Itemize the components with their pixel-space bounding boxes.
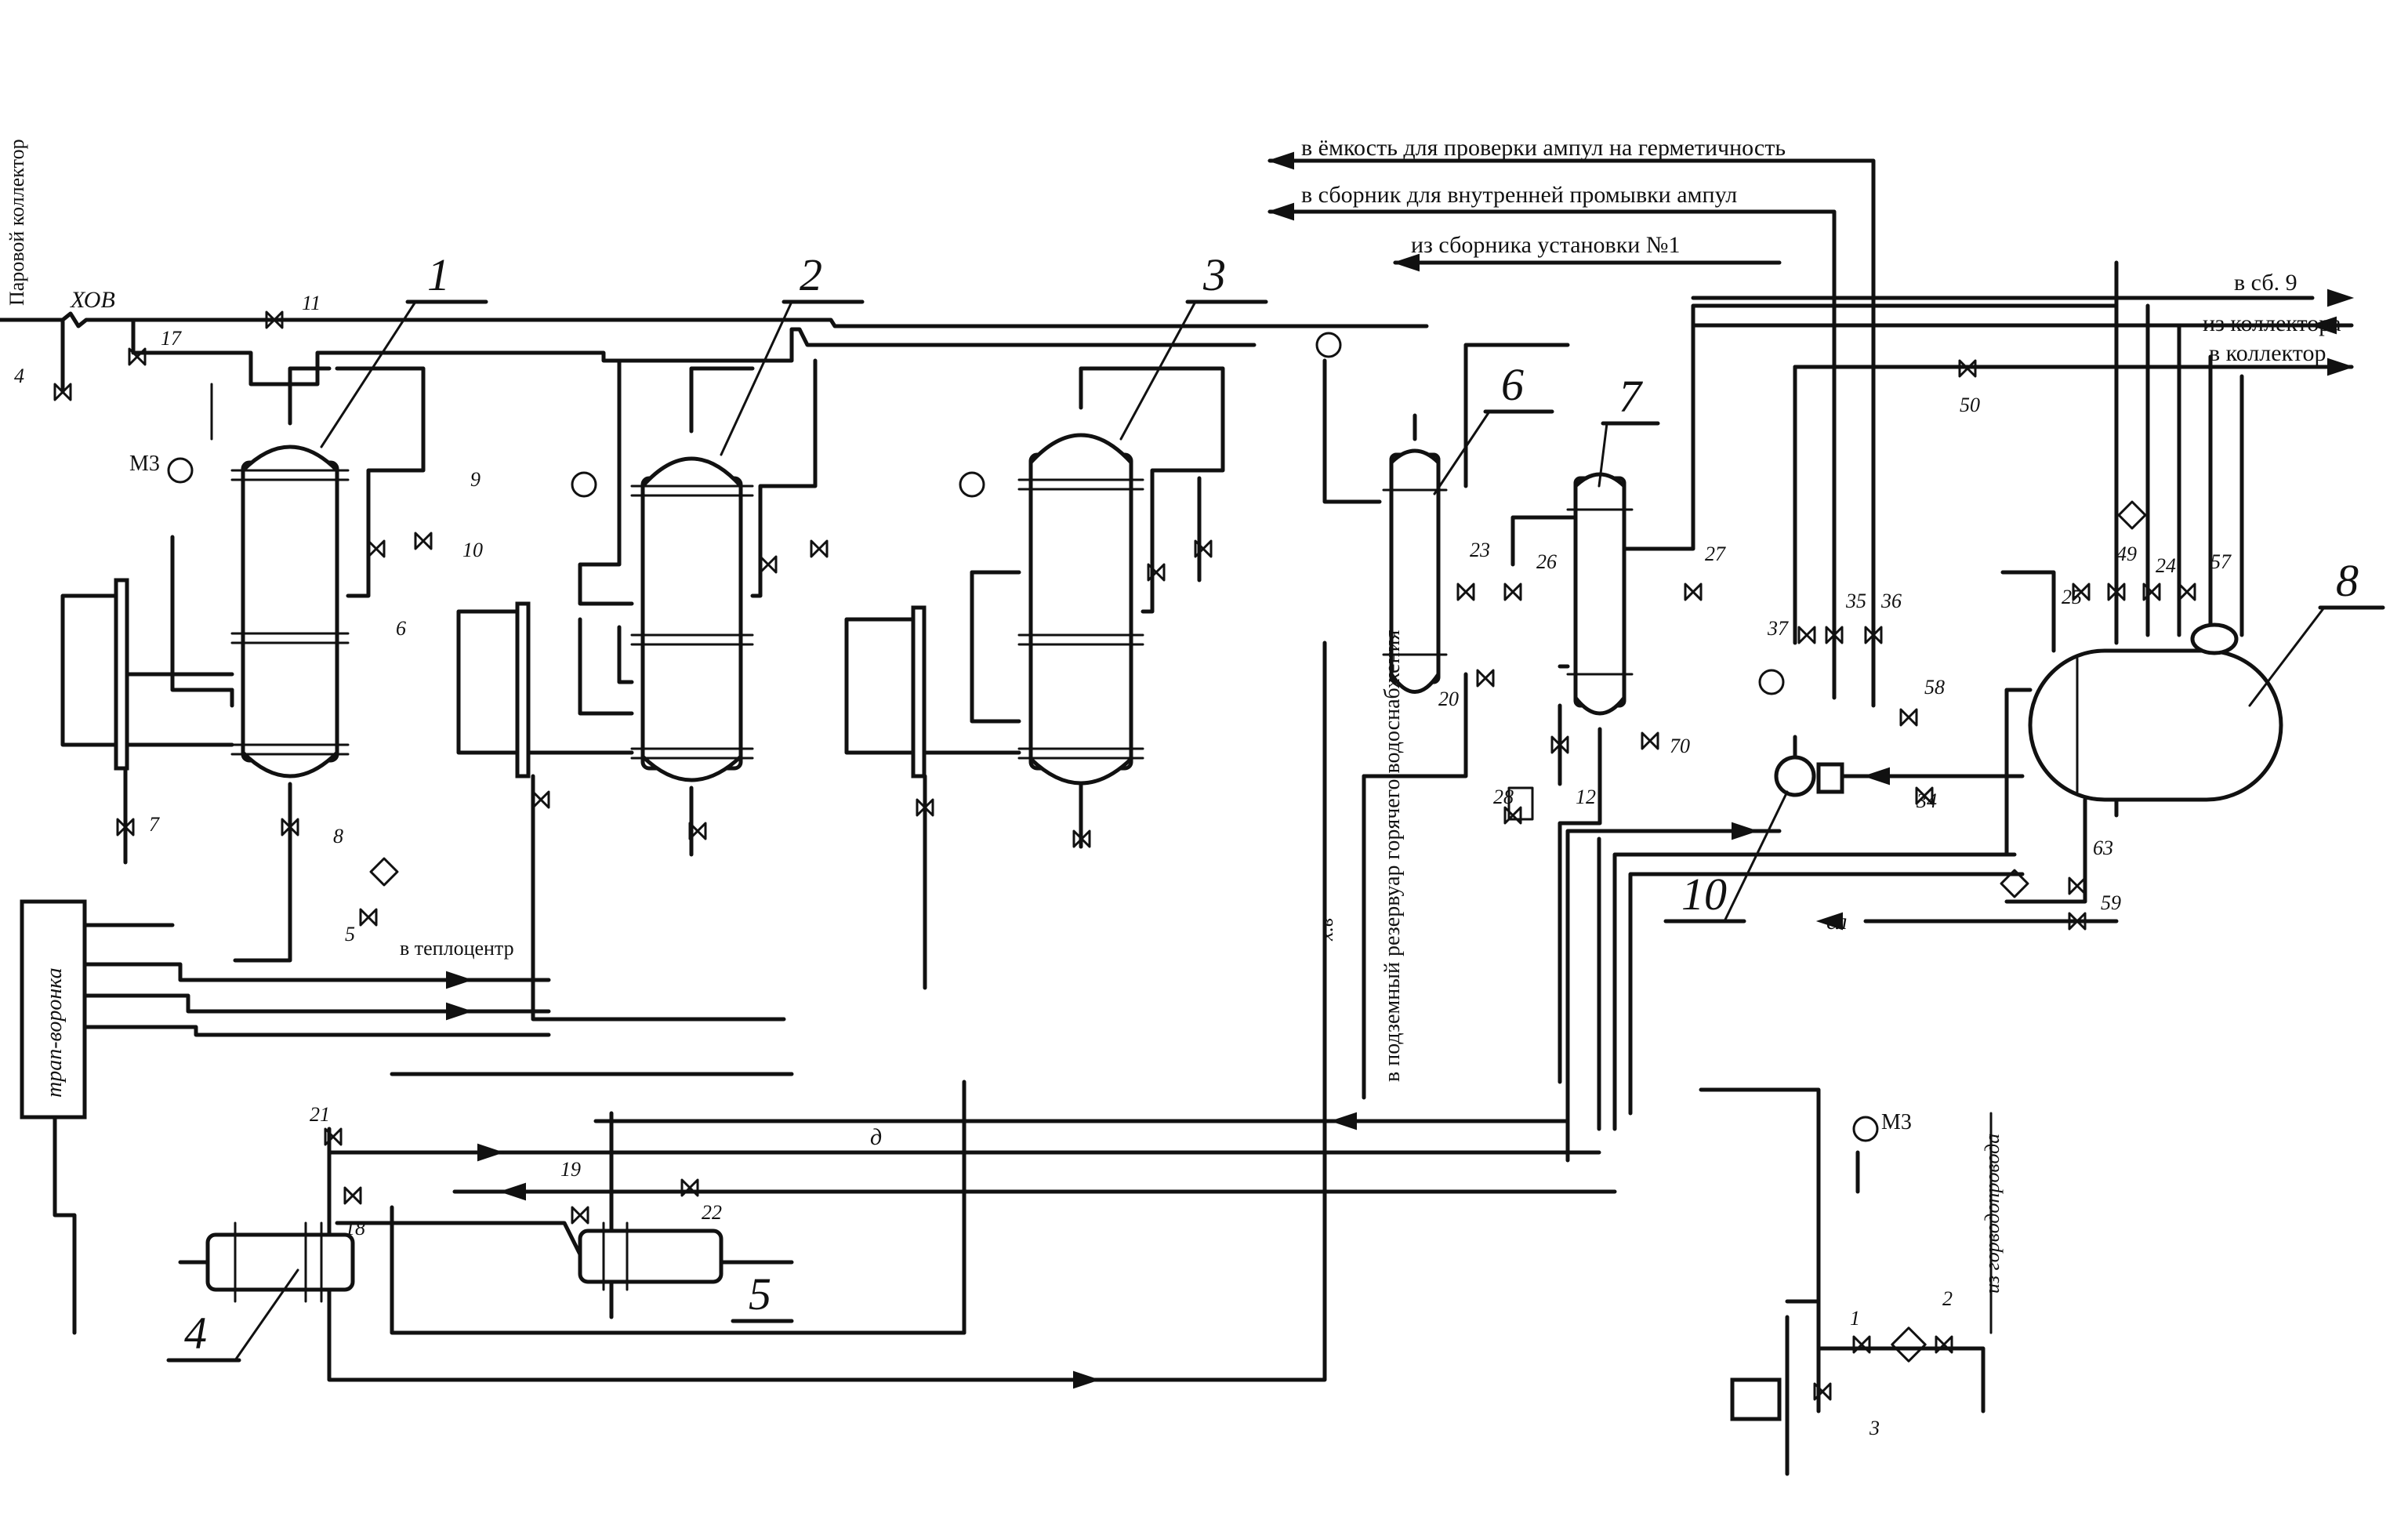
to-collector-label: в коллектор xyxy=(2209,340,2326,366)
equipment-label-7: 7 xyxy=(1619,371,1643,422)
text-labels: Паровой коллектор ХОВ в ёмкость для пров… xyxy=(5,135,2341,1294)
equipment-label-5: 5 xyxy=(749,1268,771,1319)
valve-label-18: 18 xyxy=(345,1217,365,1239)
valve-label-58: 58 xyxy=(1924,676,1945,699)
valve-label-49: 49 xyxy=(2116,543,2137,565)
valve-label-36: 36 xyxy=(1880,590,1902,612)
valve-label-10: 10 xyxy=(462,539,483,561)
hot-water-riser xyxy=(327,358,1382,1382)
valve-label-37: 37 xyxy=(1767,617,1789,640)
valve-label-17: 17 xyxy=(161,327,182,350)
flow-arrows xyxy=(446,151,2355,1389)
valve-label-59: 59 xyxy=(2101,891,2121,914)
valve-label-63: 63 xyxy=(2093,837,2113,859)
valve-label-7: 7 xyxy=(149,813,160,836)
d-label: д xyxy=(870,1124,882,1150)
valve-label-3: 3 xyxy=(1869,1417,1880,1439)
steam-collector-label: Паровой коллектор xyxy=(5,139,28,306)
from-collector-label: из коллектора xyxy=(2203,310,2341,336)
heat-exchanger-6 xyxy=(1362,343,1570,778)
valve-label-26: 26 xyxy=(1536,550,1557,573)
valve-label-8: 8 xyxy=(333,825,343,847)
equipment-label-8: 8 xyxy=(2336,555,2359,606)
heat-exchanger-3 xyxy=(1017,366,1225,849)
tank-8 xyxy=(2000,570,2283,865)
valve-label-22: 22 xyxy=(702,1201,722,1224)
m3-label-a: М3 xyxy=(129,452,160,476)
valve-glyphs xyxy=(53,310,2196,1401)
to-heat-center-label: в теплоцентр xyxy=(400,937,514,960)
valve-label-9: 9 xyxy=(470,468,481,491)
equipment-label-4: 4 xyxy=(184,1308,207,1359)
valve-label-1: 1 xyxy=(1850,1307,1860,1330)
drain-and-city-water xyxy=(1699,860,2119,1476)
heat-exchanger-2 xyxy=(578,358,818,857)
valve-label-11: 11 xyxy=(302,292,321,314)
valve-label-4: 4 xyxy=(14,365,24,387)
trap-funnel-label: трап-воронка xyxy=(42,967,67,1098)
equipment-label-1: 1 xyxy=(427,249,450,300)
to-ampoule-tightness-label: в ёмкость для проверки ампул на герметич… xyxy=(1301,135,1786,161)
gauges-and-filters xyxy=(167,332,2147,1363)
valve-label-21: 21 xyxy=(310,1103,330,1126)
valve-label-2: 2 xyxy=(1942,1287,1953,1310)
heat-exchanger-7 xyxy=(1510,303,2119,1084)
from-unit1-label: из сборника установки №1 xyxy=(1411,232,1680,258)
bottom-loops xyxy=(327,1072,1617,1335)
from-city-water-label: из горводопровода xyxy=(1981,1134,2004,1294)
valve-label-20: 20 xyxy=(1438,688,1459,710)
pump-10 xyxy=(1565,735,2025,1163)
to-sb9-label: в сб. 9 xyxy=(2234,270,2297,296)
heat-exchanger-4 xyxy=(178,1221,355,1303)
valve-label-25: 25 xyxy=(2062,586,2082,608)
m3-label-b: М3 xyxy=(1881,1110,1912,1134)
equipment-label-2: 2 xyxy=(800,249,822,300)
valve-label-70: 70 xyxy=(1670,735,1690,757)
valve-label-50: 50 xyxy=(1960,394,1980,416)
steam-collector-line xyxy=(0,311,1429,394)
valve-label-19: 19 xyxy=(560,1158,581,1181)
valve-labels: 4 17 11 7 8 5 9 10 6 21 18 19 22 23 26 2… xyxy=(14,292,2232,1439)
hov-label: ХОВ xyxy=(70,287,115,313)
heat-exchanger-5 xyxy=(578,1221,794,1291)
valve-label-57: 57 xyxy=(2210,550,2232,573)
underground-tank-label: в подземный резервуар горячего водоснабж… xyxy=(1380,630,1405,1082)
valve-label-27: 27 xyxy=(1705,543,1726,565)
valve-label-34: 34 xyxy=(1916,789,1937,812)
equipment-label-10: 10 xyxy=(1681,869,1727,920)
valve-label-23: 23 xyxy=(1470,539,1490,561)
hv-label: х.в xyxy=(1315,918,1337,942)
valve-label-5: 5 xyxy=(345,923,355,945)
column1-side-loop xyxy=(60,383,234,865)
equipment-label-6: 6 xyxy=(1501,359,1524,410)
valve-label-35: 35 xyxy=(1845,590,1866,612)
column3-side-loop xyxy=(844,570,1021,990)
sl-label: сл xyxy=(1826,909,1847,935)
valve-label-24: 24 xyxy=(2156,554,2176,577)
equipment-label-3: 3 xyxy=(1202,249,1226,300)
heat-exchanger-1 xyxy=(230,366,426,963)
column2-side-loop xyxy=(456,601,786,1022)
to-inner-wash-label: в сборник для внутренней промывки ампул xyxy=(1301,182,1737,208)
trap-funnel xyxy=(20,899,551,1335)
valve-label-28: 28 xyxy=(1493,786,1514,808)
valve-label-6: 6 xyxy=(396,617,406,640)
equipment-labels: 1 2 3 4 5 6 7 8 10 xyxy=(166,249,2385,1363)
valve-label-12: 12 xyxy=(1576,786,1596,808)
